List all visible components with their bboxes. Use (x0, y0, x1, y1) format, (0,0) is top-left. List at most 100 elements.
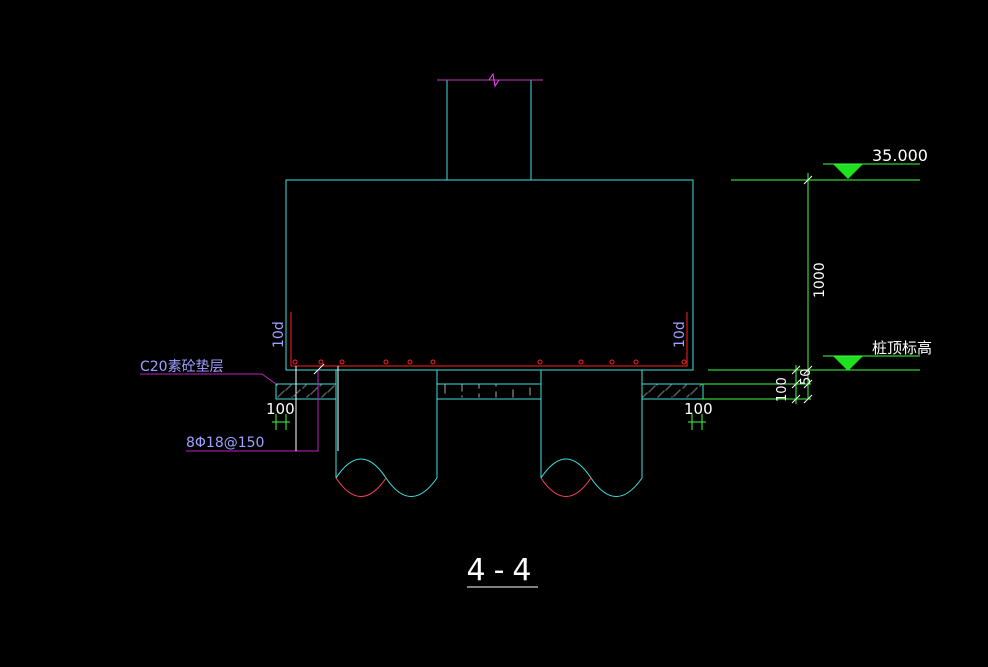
cushion-hatch-dot (495, 395, 497, 397)
cushion-hatch-dot (694, 389, 696, 391)
cushion-hatch-dot (299, 389, 301, 391)
cushion-hatch-dot (444, 386, 446, 388)
cushion-hatch-dot (662, 391, 664, 393)
left-extension-lines (295, 366, 339, 451)
pile-left (335, 370, 438, 478)
cushion-hatch-dot (686, 396, 688, 398)
cushion-hatch-dot (529, 388, 531, 390)
cushion-hatch-dot (281, 392, 283, 394)
dimension-100-right: 100 (684, 400, 713, 418)
column (446, 79, 532, 181)
cushion-hatch-dot (495, 392, 497, 394)
cushion-layer-middle (436, 383, 542, 400)
cushion-hatch-dot (290, 384, 292, 386)
pile-left-break-arc-3 (335, 477, 387, 497)
cushion-hatch-dot (657, 396, 659, 398)
cushion-hatch-dot (687, 395, 689, 397)
cushion-hatch-dot (331, 387, 333, 389)
section-label: 4-4 (467, 553, 540, 588)
pile-right (540, 370, 643, 478)
cushion-hatch-dot (666, 388, 668, 390)
cushion-hatch-dot (649, 390, 651, 392)
cushion-hatch-dot (512, 393, 514, 395)
pile-left-break-arc-1 (335, 458, 387, 479)
cushion-hatch-dot (643, 395, 645, 397)
pile-right-break-arc-2 (590, 477, 643, 497)
cushion-hatch-dot (678, 390, 680, 392)
cushion-hatch-dot (308, 394, 310, 396)
cushion-hatch-dot (667, 387, 669, 389)
cushion-hatch-dot (495, 393, 497, 395)
cushion-hatch-dot (648, 391, 650, 393)
cushion-hatch-dot (276, 384, 278, 386)
cushion-hatch-dot (303, 386, 305, 388)
cushion-hatch-dot (675, 393, 677, 395)
rebar-tick (313, 363, 325, 375)
cushion-hatch-dot (645, 393, 647, 395)
cushion-hatch-dot (313, 390, 315, 392)
cushion-hatch-dot (646, 392, 648, 394)
cushion-hatch-dot (682, 387, 684, 389)
dimension-lines (700, 173, 920, 404)
cushion-hatch-dot (444, 388, 446, 390)
cushion-hatch-dot (676, 392, 678, 394)
cushion-hatch-dot (444, 384, 446, 386)
rebar-label: 8Φ18@150 (186, 435, 264, 451)
dimension-ticks (791, 175, 813, 404)
cushion-hatch-dot (685, 384, 687, 386)
cushion-hatch-dot (688, 394, 690, 396)
cushion-hatch-dot (302, 387, 304, 389)
cushion-hatch-dot (495, 385, 497, 387)
cushion-hatch-dot (677, 391, 679, 393)
pile-right-break-arc-3 (540, 477, 592, 497)
cushion-hatch-dot (512, 392, 514, 394)
cushion-hatch-dot (461, 386, 463, 388)
cushion-hatch-dot (461, 396, 463, 398)
cushion-hatch-dot (288, 386, 290, 388)
cushion-hatch-dot (321, 396, 323, 398)
anchor-label-left: 10d (271, 321, 287, 348)
cushion-hatch-dot (665, 389, 667, 391)
cushion-hatch-dot (329, 389, 331, 391)
cushion-hatch-dot (668, 386, 670, 388)
cushion-hatch-dot (529, 387, 531, 389)
cushion-hatch-dot (690, 393, 692, 395)
cushion-hatch-dot (673, 395, 675, 397)
cushion-hatch-dot (316, 387, 318, 389)
cushion-hatch-dot (277, 396, 279, 398)
cushion-hatch-dot (700, 384, 702, 386)
cushion-hatch-dot (328, 390, 330, 392)
cushion-hatch-dot (306, 396, 308, 398)
cushion-hatch-dot (461, 388, 463, 390)
cushion-hatch-dot (658, 395, 660, 397)
cushion-hatch-dot (478, 395, 480, 397)
cushion-hatch-dot (285, 389, 287, 391)
cushion-hatch-dot (305, 384, 307, 386)
cushion-hatch-dot (295, 393, 297, 395)
cushion-hatch-dot (461, 389, 463, 391)
cushion-hatch-dot (696, 387, 698, 389)
cushion-hatch-dot (289, 385, 291, 387)
cushion-hatch-dot (529, 393, 531, 395)
cushion-hatch-dot (651, 388, 653, 390)
cushion-hatch-dot (478, 396, 480, 398)
cushion-hatch-dot (444, 392, 446, 394)
cushion-hatch-dot (478, 394, 480, 396)
cushion-hatch-dot (674, 394, 676, 396)
cushion-hatch-dot (312, 391, 314, 393)
cushion-label: C20素砼垫层 (140, 359, 224, 375)
cushion-hatch-dot (529, 389, 531, 391)
cushion-hatch-dot (444, 385, 446, 387)
cushion-hatch-dot (291, 396, 293, 398)
cushion-hatch-dot (671, 396, 673, 398)
cushion-hatch-dot (669, 385, 671, 387)
cushion-hatch-dot (670, 384, 672, 386)
cushion-hatch-dot (304, 385, 306, 387)
cushion-hatch-dot (495, 384, 497, 386)
cushion-hatch-dot (529, 394, 531, 396)
elevation-pile-label: 桩顶标高 (872, 339, 932, 357)
dimension-100-right-vertical: 100 (775, 377, 790, 402)
cushion-hatch-dot (278, 395, 280, 397)
cushion-hatch-dot (283, 390, 285, 392)
cushion-hatch-dot (297, 391, 299, 393)
